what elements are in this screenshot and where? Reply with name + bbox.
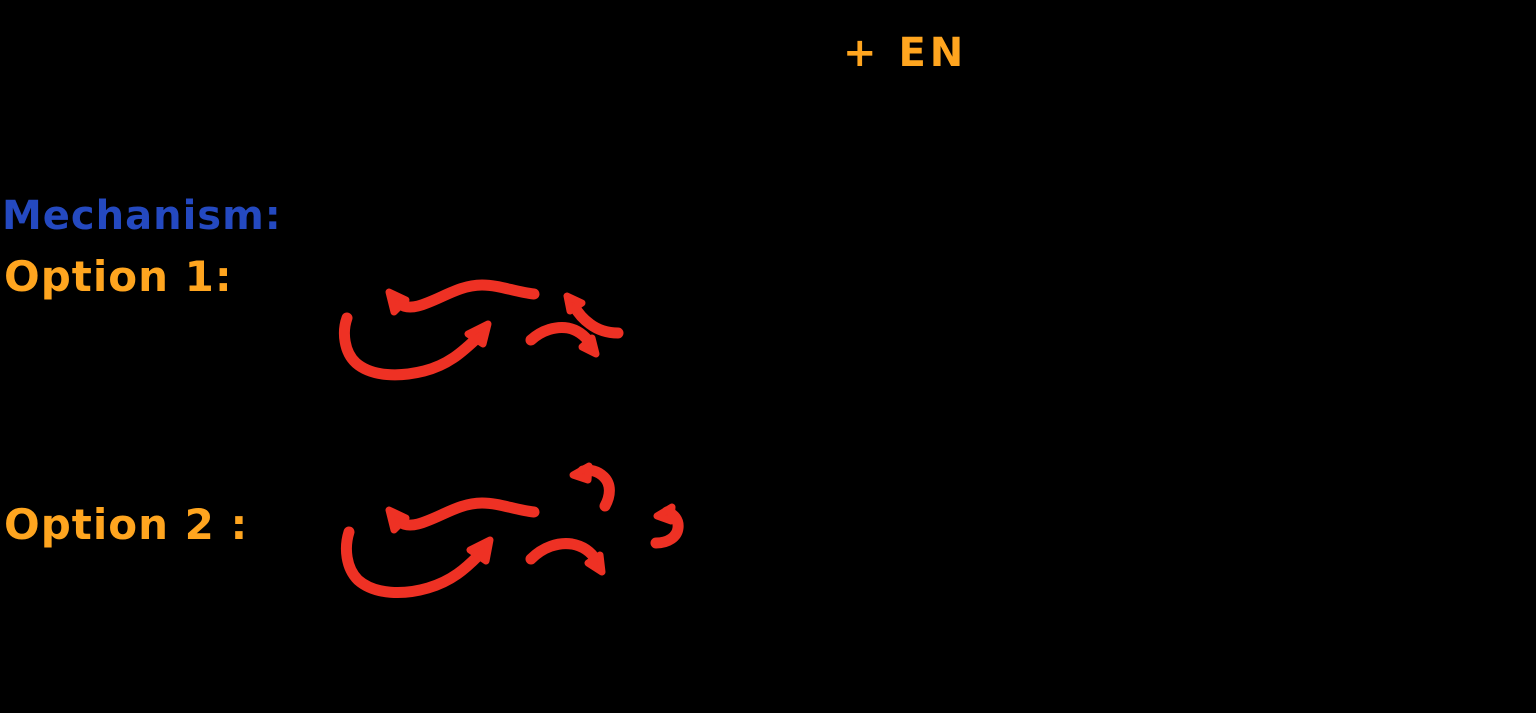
- option2-upper-left-pushing-arrow: [385, 497, 540, 534]
- option1-upper-left-pushing-arrow: [385, 279, 540, 316]
- option2-far-right-hook-arrow: [650, 503, 684, 549]
- option1-right-up-pushing-arrow: [563, 292, 624, 339]
- option1-lower-left-pushing-arrow: [338, 312, 492, 381]
- option1-right-down-pushing-arrow: [525, 322, 600, 358]
- option2-upper-right-curl-arrow: [569, 462, 615, 512]
- option2-arrow-group: [340, 462, 684, 598]
- mechanism-heading: Mechanism:: [2, 193, 282, 239]
- option2-lower-middle-arc-arrow: [525, 538, 606, 576]
- option-2-label: Option 2 :: [4, 500, 249, 549]
- option2-lower-left-pushing-arrow: [340, 526, 494, 598]
- reagent-note-label: + EN: [843, 30, 968, 76]
- option1-arrow-group: [338, 279, 624, 381]
- option-1-label: Option 1:: [4, 252, 233, 301]
